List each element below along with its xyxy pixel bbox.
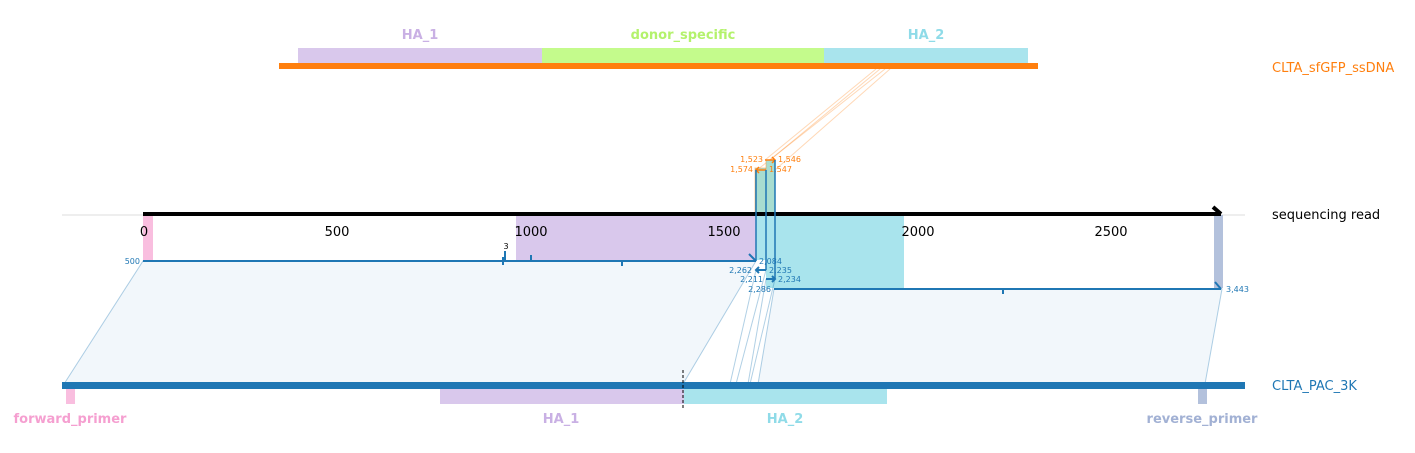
reference-coord-label: 500 (125, 257, 140, 266)
read-region-ha2 (766, 215, 904, 288)
alignment-variant-marks (502, 251, 1004, 294)
read-region-ha1 (516, 215, 756, 260)
read-track: 0 500 1000 1500 2000 2500 sequencing rea… (62, 159, 1380, 288)
read-track-label: sequencing read (1272, 208, 1380, 223)
read-axis-tick-label: 1500 (707, 225, 740, 240)
reference-small-connectors (729, 269, 776, 385)
donor-feature-ha2-box (824, 48, 1028, 63)
read-region-reverse-primer (1214, 215, 1223, 288)
reference-connector-line (747, 278, 767, 385)
reference-track: forward_primer HA_1 HA_2 reverse_primer … (14, 370, 1357, 427)
reference-feature-reverse-primer-label: reverse_primer (1147, 412, 1259, 427)
reference-feature-ha1-box (440, 389, 684, 404)
read-axis-tick-label: 1000 (514, 225, 547, 240)
read-region-ha2-extension (756, 215, 766, 260)
donor-feature-donor-specific-label: donor_specific (631, 28, 736, 43)
reference-feature-ha2-label: HA_2 (767, 412, 804, 427)
reference-alignment-arrowhead (748, 253, 757, 262)
donor-track-label: CLTA_sfGFP_ssDNA (1272, 61, 1394, 76)
reference-feature-ha1-label: HA_1 (543, 412, 580, 427)
reference-coord-label: 3,443 (1226, 285, 1249, 294)
reference-feature-forward-primer-box (66, 389, 75, 404)
reference-alignment-fill-2 (757, 288, 1223, 385)
read-axis-tick-label: 500 (325, 225, 350, 240)
reference-coord-label: 2,235 (769, 266, 792, 275)
donor-alignment-coordinates: 1,523 1,546 1,574 1,547 (730, 155, 801, 174)
reference-track-label: CLTA_PAC_3K (1272, 379, 1357, 394)
donor-coord-label: 1,546 (778, 155, 801, 164)
donor-feature-ha1-label: HA_1 (402, 28, 439, 43)
reference-feature-ha2-box (684, 389, 887, 404)
donor-track: HA_1 donor_specific HA_2 CLTA_sfGFP_ssDN… (279, 28, 1394, 76)
donor-connector-line (774, 68, 891, 171)
donor-feature-ha1-box (298, 48, 542, 63)
donor-coord-label: 1,547 (769, 165, 792, 174)
donor-feature-ha2-label: HA_2 (908, 28, 945, 43)
reference-coord-label: 2,234 (778, 275, 801, 284)
insertion-count-label: 3 (503, 242, 508, 251)
donor-connector-line (769, 68, 881, 161)
reference-connector-line (729, 269, 757, 385)
reference-feature-forward-primer-label: forward_primer (14, 412, 128, 427)
read-axis-tick-label: 2000 (901, 225, 934, 240)
donor-connector-line (756, 68, 886, 171)
donor-connector-line (764, 68, 877, 161)
reference-alignment-fill-1 (63, 260, 757, 385)
reference-coord-label: 2,286 (748, 285, 771, 294)
read-direction-arrowhead (1211, 205, 1223, 216)
donor-feature-donor-specific-box (542, 48, 824, 63)
reference-connector-line (749, 278, 776, 385)
reference-coord-label: 2,084 (759, 257, 782, 266)
read-axis: 0 500 1000 1500 2000 2500 (140, 225, 1128, 240)
read-region-forward-primer (143, 215, 153, 260)
reference-connector-line (735, 269, 767, 385)
reference-coord-label: 2,262 (729, 266, 752, 275)
reference-alignment-arrowhead (1214, 281, 1222, 290)
donor-coord-label: 1,574 (730, 165, 753, 174)
reference-backbone (62, 382, 1245, 389)
reference-feature-reverse-primer-box (1198, 389, 1207, 404)
reference-alignment-coordinates: 500 2,084 2,262 2,235 2,211 2,234 2,286 … (125, 257, 1249, 294)
read-axis-tick-label: 0 (140, 225, 148, 240)
donor-coord-label: 1,523 (740, 155, 763, 164)
donor-alignment-connectors (756, 68, 891, 171)
reference-alignment-arrows (143, 160, 1222, 290)
reference-coord-label: 2,211 (740, 275, 763, 284)
read-axis-tick-label: 2500 (1094, 225, 1127, 240)
reference-alignment-arrowhead (754, 266, 760, 274)
donor-backbone (279, 63, 1038, 69)
reference-alignment-fills (63, 260, 1223, 385)
